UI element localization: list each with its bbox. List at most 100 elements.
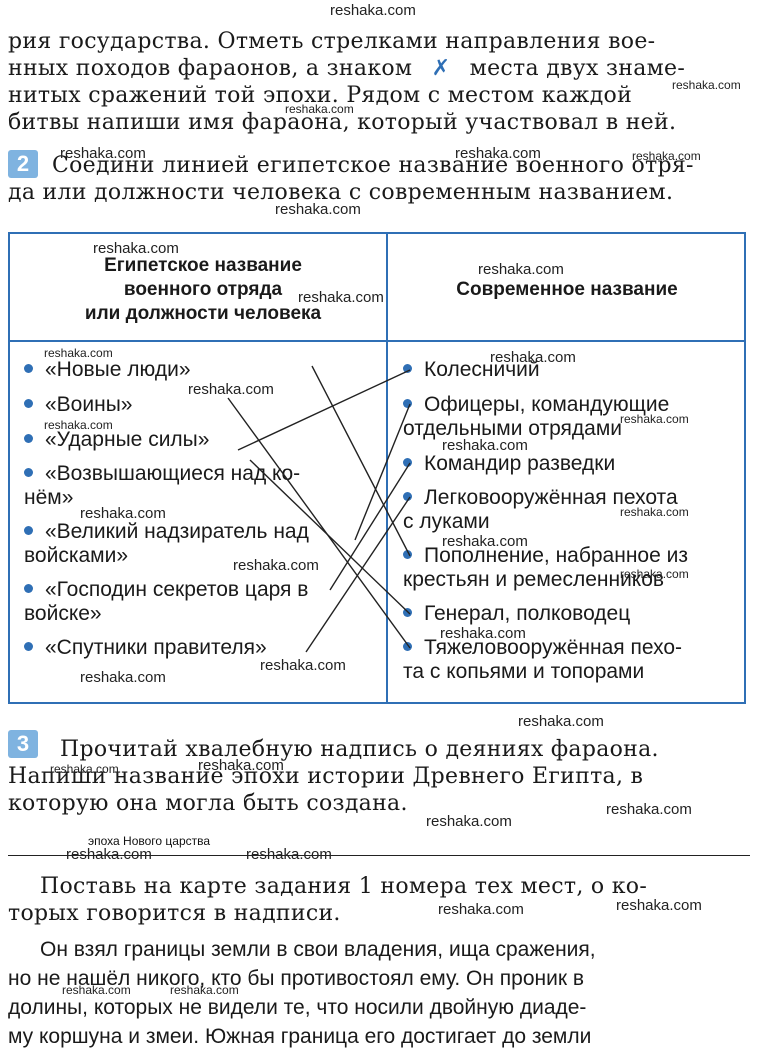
intro-line-part: нных походов фараонов, а знаком bbox=[8, 56, 413, 81]
task-number-icon: 3 bbox=[8, 730, 38, 758]
bullet-icon bbox=[403, 549, 412, 559]
task2-text: Соедини линией египетское название военн… bbox=[8, 152, 750, 206]
watermark: reshaka.com bbox=[298, 289, 384, 306]
header-left: Египетское название военного отряда или … bbox=[20, 254, 386, 326]
connection-line bbox=[305, 496, 411, 653]
watermark: reshaka.com bbox=[80, 669, 166, 686]
task2-line: да или должности человека с современным … bbox=[8, 180, 674, 205]
task-number-icon: 2 bbox=[8, 150, 38, 178]
left-item: «Спутники правителя» bbox=[24, 636, 267, 660]
left-item: «Ударные силы» bbox=[24, 428, 209, 452]
watermark: reshaka.com bbox=[442, 437, 528, 454]
bullet-icon bbox=[403, 398, 412, 408]
watermark: reshaka.com bbox=[438, 901, 524, 918]
watermark: reshaka.com bbox=[442, 533, 528, 550]
right-item: Колесничий bbox=[403, 358, 540, 382]
watermark: reshaka.com bbox=[188, 381, 274, 398]
task3b-line: Поставь на карте задания 1 номера тех ме… bbox=[40, 874, 648, 899]
bullet-icon bbox=[403, 457, 412, 467]
task3-line: которую она могла быть создана. bbox=[8, 791, 408, 816]
watermark: reshaka.com bbox=[620, 412, 689, 426]
bullet-icon bbox=[24, 641, 33, 651]
connection-line bbox=[249, 459, 411, 615]
header-right: Современное название bbox=[456, 279, 678, 300]
connection-line bbox=[237, 369, 411, 451]
watermark: reshaka.com bbox=[518, 713, 604, 730]
watermark: reshaka.com bbox=[620, 567, 689, 581]
connection-line bbox=[354, 403, 411, 541]
watermark: reshaka.com bbox=[60, 145, 146, 162]
watermark: reshaka.com bbox=[620, 505, 689, 519]
bullet-icon bbox=[24, 525, 33, 535]
watermark: reshaka.com bbox=[330, 2, 416, 19]
watermark: reshaka.com bbox=[632, 149, 701, 163]
right-item: Командир разведки bbox=[403, 452, 615, 476]
task2-line: Соедини линией египетское название военн… bbox=[52, 153, 694, 178]
intro-line: битвы напиши имя фараона, который участв… bbox=[8, 110, 677, 135]
watermark: reshaka.com bbox=[440, 625, 526, 642]
bullet-icon bbox=[24, 363, 33, 373]
task3-line: Напиши название эпохи истории Древнего Е… bbox=[8, 764, 644, 789]
left-item: «Новые люди» bbox=[24, 358, 191, 382]
inscription-line: Он взял границы земли в свои владения, и… bbox=[40, 938, 596, 961]
watermark: reshaka.com bbox=[285, 102, 354, 116]
connection-line bbox=[227, 397, 411, 649]
connection-line bbox=[329, 462, 411, 591]
inscription-text: Он взял границы земли в свои владения, и… bbox=[8, 935, 750, 1051]
watermark: reshaka.com bbox=[455, 145, 541, 162]
bullet-icon bbox=[403, 641, 412, 651]
watermark: reshaka.com bbox=[198, 757, 284, 774]
watermark: reshaka.com bbox=[62, 983, 131, 997]
task3-text: Прочитай хвалебную надпись о деяниях фар… bbox=[8, 736, 750, 817]
watermark: reshaka.com bbox=[170, 983, 239, 997]
answer-text: эпоха Нового царства bbox=[88, 834, 211, 848]
watermark: reshaka.com bbox=[275, 201, 361, 218]
inscription-line: долины, которых не видели те, что носили… bbox=[8, 996, 587, 1019]
bullet-icon bbox=[403, 363, 412, 373]
watermark: reshaka.com bbox=[606, 801, 692, 818]
watermark: reshaka.com bbox=[44, 346, 113, 360]
bullet-icon bbox=[24, 398, 33, 408]
watermark: reshaka.com bbox=[50, 762, 119, 776]
watermark: reshaka.com bbox=[93, 240, 179, 257]
header-left-line: или должности человека bbox=[84, 303, 322, 324]
watermark: reshaka.com bbox=[616, 897, 702, 914]
inscription-line: му коршуна и змеи. Южная граница его дос… bbox=[8, 1025, 592, 1048]
watermark: reshaka.com bbox=[66, 846, 152, 863]
bullet-icon bbox=[24, 467, 33, 477]
watermark: reshaka.com bbox=[246, 846, 332, 863]
bullet-icon bbox=[24, 433, 33, 443]
connection-line bbox=[311, 365, 411, 557]
watermark: reshaka.com bbox=[490, 349, 576, 366]
intro-line-part: места двух знаме- bbox=[469, 56, 686, 81]
intro-line: нных походов фараонов, а знаком ✗ места … bbox=[8, 55, 750, 82]
bullet-icon bbox=[24, 583, 33, 593]
task3b-text: Поставь на карте задания 1 номера тех ме… bbox=[8, 873, 750, 927]
header-left-line: военного отряда bbox=[123, 279, 283, 300]
watermark: reshaka.com bbox=[672, 78, 741, 92]
watermark: reshaka.com bbox=[44, 418, 113, 432]
watermark: reshaka.com bbox=[233, 557, 319, 574]
intro-line: нитых сражений той эпохи. Рядом с местом… bbox=[8, 83, 633, 108]
intro-paragraph: рия государства. Отметь стрелками направ… bbox=[8, 28, 750, 136]
left-item: «Воины» bbox=[24, 393, 132, 417]
inscription-line: но не нашёл никого, кто бы противостоял … bbox=[8, 967, 585, 990]
intro-line: рия государства. Отметь стрелками направ… bbox=[8, 29, 656, 54]
battle-mark-icon: ✗ bbox=[431, 56, 451, 81]
answer-line bbox=[8, 855, 750, 856]
task3b-line: торых говорится в надписи. bbox=[8, 901, 341, 926]
table-column-divider bbox=[386, 232, 388, 704]
watermark: reshaka.com bbox=[80, 505, 166, 522]
table-header-divider bbox=[8, 340, 746, 342]
bullet-icon bbox=[403, 491, 412, 501]
header-left-line: Египетское название bbox=[104, 255, 302, 276]
task3-line: Прочитай хвалебную надпись о деяниях фар… bbox=[60, 737, 659, 762]
left-item: «Возвышающиеся над ко-нём» bbox=[24, 462, 301, 509]
matching-table bbox=[8, 232, 746, 704]
watermark: reshaka.com bbox=[478, 261, 564, 278]
